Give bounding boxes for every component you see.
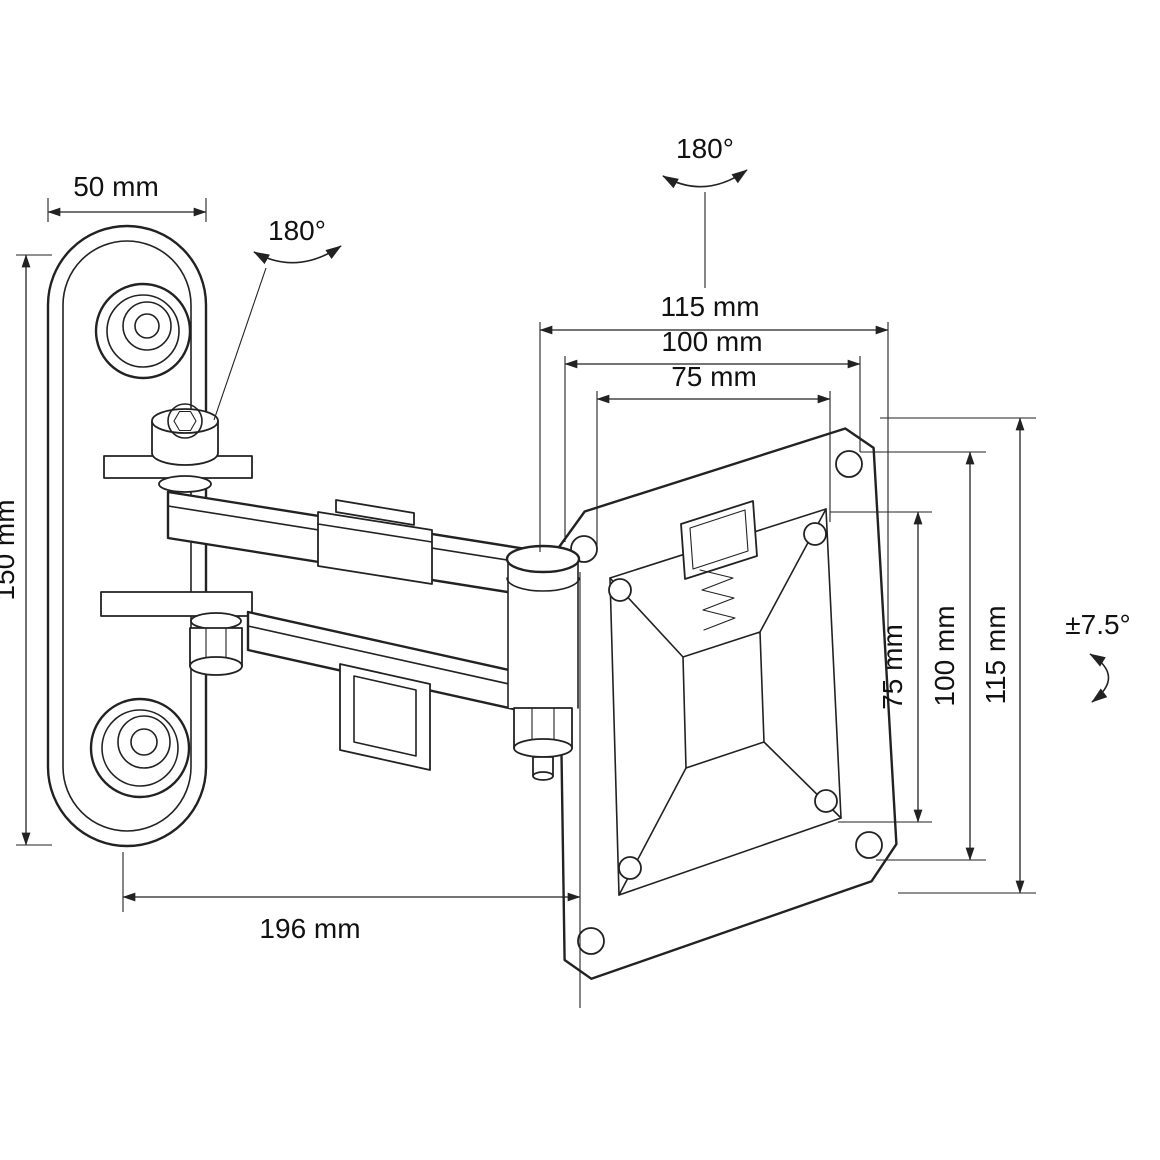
upper-cable-clip <box>317 511 433 585</box>
dim-vesa-width-outer: 115 mm <box>539 291 889 632</box>
dim-plate-height: 150 mm <box>0 254 52 846</box>
dim-label-vesa-width-mid: 100 mm <box>661 326 762 357</box>
latch-spring <box>699 569 736 631</box>
vesa-hole <box>803 522 827 546</box>
vesa-hole <box>618 856 642 880</box>
swivel-arm-arc-arrow <box>253 245 342 265</box>
lower-pivot <box>100 591 253 676</box>
vesa-plate <box>557 427 898 980</box>
dim-label-plate-height: 150 mm <box>0 499 20 600</box>
swivel-head-arc-arrow <box>662 169 748 189</box>
articulating-arm <box>100 403 547 771</box>
upper-cable-clip-tab <box>335 499 415 526</box>
dim-swivel-arm: 180° <box>213 215 342 421</box>
dim-label-vesa-height-outer: 115 mm <box>980 605 1011 704</box>
top-knob <box>94 282 192 380</box>
dim-label-vesa-width-inner: 75 mm <box>671 361 757 392</box>
swivel-arm-leader <box>213 267 267 421</box>
vesa-hole <box>577 927 605 955</box>
dim-plate-width: 50 mm <box>47 171 207 222</box>
dim-vesa-height-mid: 100 mm <box>860 451 986 861</box>
dim-tilt-range: ±7.5° <box>1065 609 1131 703</box>
tilt-arc-arrow <box>1089 653 1110 703</box>
head-joint <box>505 544 581 781</box>
upper-arm-beam <box>166 490 547 600</box>
dim-vesa-height-outer: 115 mm <box>880 417 1036 894</box>
dim-label-tilt-range: ±7.5° <box>1065 609 1131 640</box>
upper-pivot <box>103 403 253 493</box>
dim-label-swivel-arm: 180° <box>268 215 326 246</box>
lower-arm-beam <box>246 610 547 771</box>
dim-label-vesa-height-mid: 100 mm <box>929 605 960 706</box>
dim-label-vesa-width-outer: 115 mm <box>660 291 759 322</box>
vesa-hole <box>835 450 863 478</box>
vesa-hole <box>855 831 883 859</box>
vesa-hole <box>608 578 632 602</box>
dim-vesa-height-inner: 75 mm <box>830 511 932 823</box>
dim-arm-reach: 196 mm <box>122 572 581 1008</box>
dim-vesa-width-inner: 75 mm <box>596 361 831 552</box>
dim-label-swivel-head: 180° <box>676 133 734 164</box>
bottom-knob <box>89 697 191 799</box>
dim-label-arm-reach: 196 mm <box>259 913 360 944</box>
dim-swivel-head: 180° <box>662 133 748 288</box>
vesa-hole <box>814 789 838 813</box>
dim-vesa-width-mid: 100 mm <box>564 326 861 542</box>
hex-socket <box>173 410 197 432</box>
dim-label-plate-width: 50 mm <box>73 171 159 202</box>
latch-window <box>680 500 758 580</box>
dim-label-vesa-height-inner: 75 mm <box>877 624 908 710</box>
